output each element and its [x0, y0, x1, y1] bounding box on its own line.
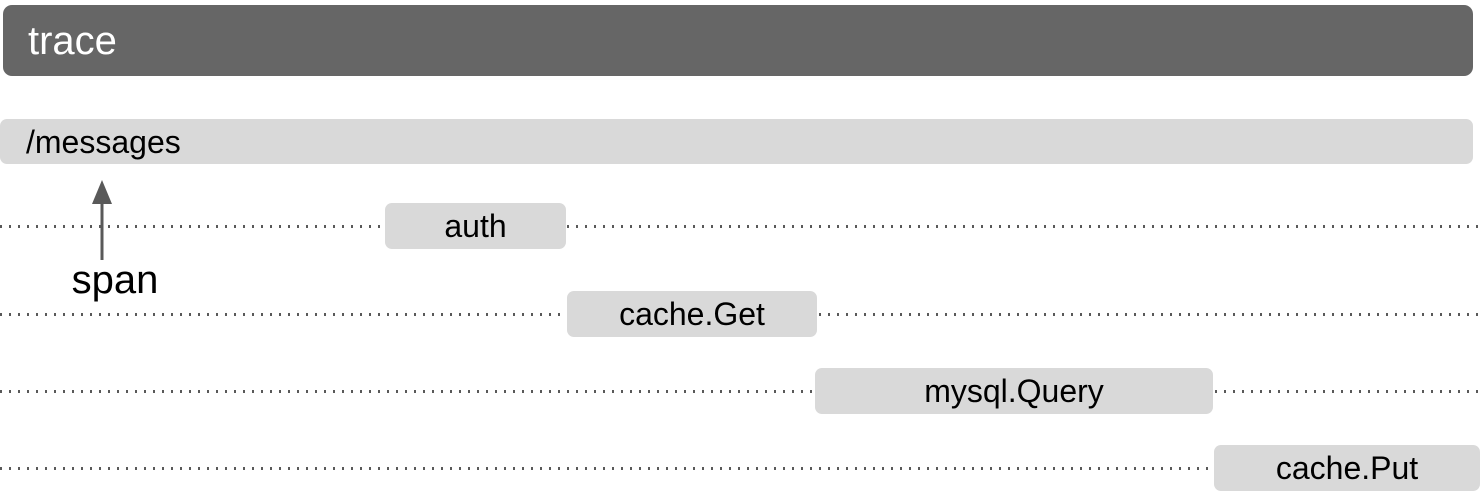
- span-bar-label: mysql.Query: [924, 373, 1104, 409]
- trace-bar[interactable]: trace: [3, 5, 1473, 76]
- span-bar-cache-put[interactable]: cache.Put: [1214, 445, 1480, 491]
- root-span-bar-label: /messages: [26, 123, 181, 160]
- span-row-dotted-line: [0, 225, 1480, 228]
- span-row: auth: [0, 203, 1480, 249]
- span-annotation-label: span: [71, 258, 159, 302]
- span-bar-mysql-query[interactable]: mysql.Query: [815, 368, 1213, 414]
- span-bar-label: auth: [444, 208, 507, 244]
- span-row: cache.Put: [0, 445, 1480, 491]
- span-bar-label: cache.Get: [619, 296, 765, 332]
- span-row-dotted-line: [0, 390, 1480, 393]
- span-bar-auth[interactable]: auth: [385, 203, 566, 249]
- trace-bar-label: trace: [28, 18, 117, 63]
- span-row: mysql.Query: [0, 368, 1480, 414]
- span-bar-label: cache.Put: [1275, 450, 1419, 486]
- span-annotation: span: [40, 178, 200, 303]
- root-span-bar[interactable]: /messages: [0, 119, 1473, 164]
- span-row: cache.Get: [0, 291, 1480, 337]
- span-bar-cache-get[interactable]: cache.Get: [567, 291, 817, 337]
- span-row-dotted-line: [0, 467, 1480, 470]
